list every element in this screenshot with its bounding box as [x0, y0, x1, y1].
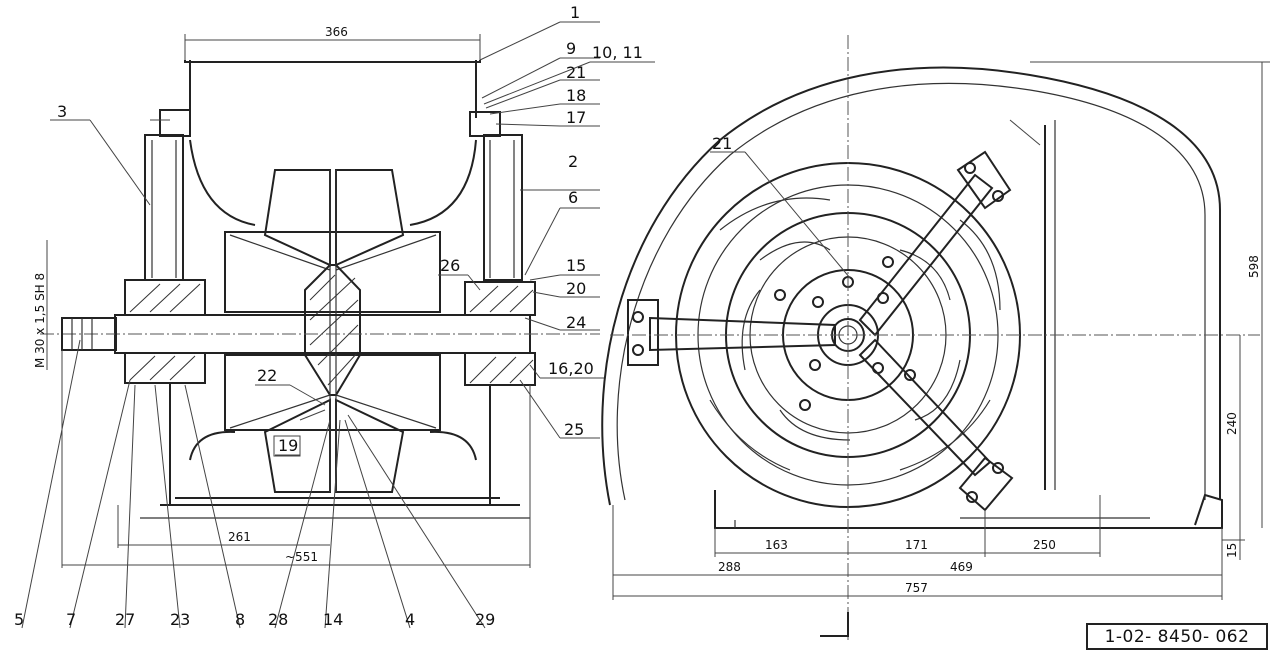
callout-2: 2	[568, 152, 578, 171]
dim-288: 288	[718, 560, 741, 574]
callout-20: 20	[566, 279, 586, 298]
thread-note: M 30 x 1,5 SH 8	[33, 273, 47, 368]
callout-numbers: 1 9 10, 11 21 18 17 2 6 15 20 24 16,20 2…	[14, 3, 643, 629]
callout-19: 19	[278, 436, 298, 455]
callout-14: 14	[323, 610, 343, 629]
dim-163: 163	[765, 538, 788, 552]
callout-8: 8	[235, 610, 245, 629]
callout-5: 5	[14, 610, 24, 629]
callout-21-front: 21	[712, 134, 732, 153]
dim-757: 757	[905, 581, 928, 595]
callout-21: 21	[566, 63, 586, 82]
callout-10-11: 10, 11	[592, 43, 643, 62]
callout-24: 24	[566, 313, 586, 332]
callout-4: 4	[405, 610, 415, 629]
callout-leaders	[21, 21, 655, 629]
callout-9: 9	[566, 39, 576, 58]
callout-16-20: 16,20	[548, 359, 594, 378]
callout-25: 25	[564, 420, 584, 439]
dim-250: 250	[1033, 538, 1056, 552]
dim-171: 171	[905, 538, 928, 552]
dim-598: 598	[1247, 255, 1261, 278]
callout-28: 28	[268, 610, 288, 629]
dim-15: 15	[1225, 543, 1239, 558]
callout-18: 18	[566, 86, 586, 105]
dim-261: 261	[228, 530, 251, 544]
dim-469: 469	[950, 560, 973, 574]
front-view: 21 598 240 15 163 171 250 288 469 757	[601, 35, 1270, 640]
callout-6: 6	[568, 188, 578, 207]
callout-23: 23	[170, 610, 190, 629]
dim-240: 240	[1225, 412, 1239, 435]
dim-366: 366	[325, 25, 348, 39]
callout-7: 7	[66, 610, 76, 629]
drawing-number: 1-02- 8450- 062	[1086, 623, 1268, 650]
callout-27: 27	[115, 610, 135, 629]
dim-551: ~551	[285, 550, 318, 564]
callout-17: 17	[566, 108, 586, 127]
callout-1: 1	[570, 3, 580, 22]
callout-15: 15	[566, 256, 586, 275]
side-section-view: 366	[33, 25, 600, 568]
callout-22: 22	[257, 366, 277, 385]
callout-3: 3	[57, 102, 67, 121]
callout-29: 29	[475, 610, 495, 629]
callout-26: 26	[440, 256, 460, 275]
